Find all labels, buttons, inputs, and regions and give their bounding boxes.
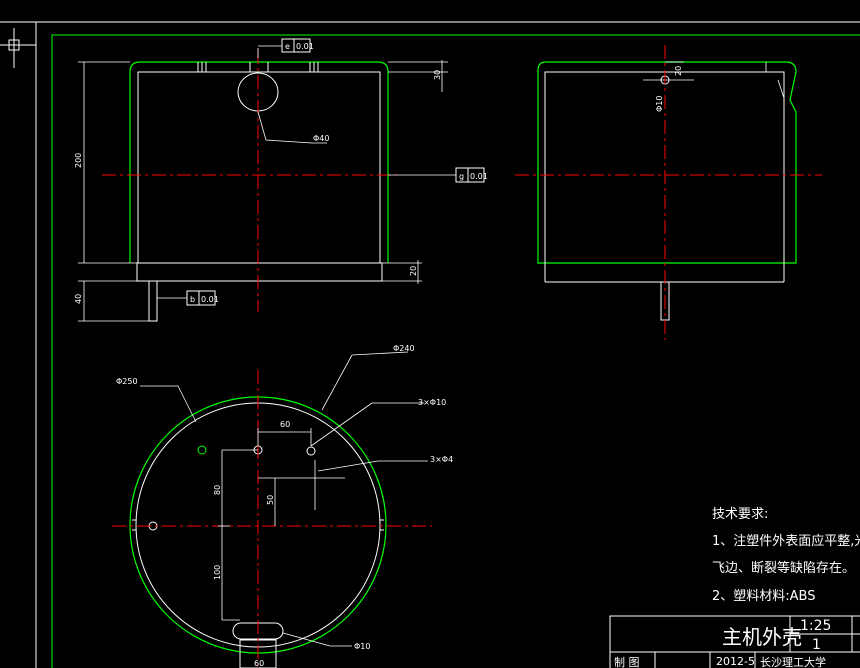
front-height-dim: 200: [74, 153, 83, 168]
front-view-labels: e 0.01 Φ40 200 30 g 0.01 20 40 b 0.01: [74, 42, 488, 304]
front-view-inner-outline: [137, 71, 381, 263]
front-base-thickness-dim: 20: [409, 266, 418, 276]
gtol-bottom-letter: b: [190, 295, 195, 304]
school-name: 长沙理工大学: [760, 655, 826, 668]
front-view-foot: [148, 280, 158, 322]
title-block: [609, 615, 860, 668]
drawn-label: 制 图: [614, 656, 640, 668]
front-view-outer-outline: [129, 61, 389, 263]
hole-spacing-label: 60: [280, 420, 290, 429]
quantity-value: 1: [812, 637, 821, 653]
date-value: 2012-5: [716, 655, 755, 668]
side-view-labels: Φ10 20: [655, 66, 683, 112]
front-foot-length-dim: 40: [74, 294, 83, 304]
dim-vertical-2: 50: [266, 495, 275, 505]
workspace-frame: [0, 21, 860, 668]
inner-diameter-label: Φ240: [393, 344, 415, 353]
side-view: [515, 45, 822, 340]
side-view-outer-outline: [537, 61, 797, 264]
gtol-right-value: 0.01: [470, 172, 488, 181]
front-hole-diameter: Φ40: [313, 134, 329, 143]
gtol-bottom-value: 0.01: [201, 295, 219, 304]
holes-large-label: 3×Φ10: [418, 398, 446, 407]
gtol-right-letter: g: [459, 172, 464, 181]
notes-line-3: 2、塑料材料:ABS: [712, 589, 816, 604]
side-hole-diameter: Φ10: [655, 96, 664, 112]
bottom-dim-label: 60: [254, 659, 264, 668]
front-top-offset-dim: 30: [433, 70, 442, 80]
technical-notes: 技术要求: 1、注塑件外表面应平整,光滑,无 飞边、断裂等缺陷存在。 2、塑料材…: [712, 507, 860, 604]
dim-vertical-3: 100: [213, 565, 222, 580]
dim-vertical-1: 80: [213, 485, 222, 495]
bottom-view: [112, 351, 432, 668]
part-name: 主机外壳: [722, 625, 802, 649]
scale-value: 1:25: [800, 618, 831, 634]
front-view: [78, 38, 485, 322]
gtol-top-letter: e: [285, 42, 290, 51]
side-offset-dim: 20: [674, 66, 683, 76]
notes-title: 技术要求:: [712, 507, 768, 522]
bottom-view-labels: Φ250 Φ240 60 3×Φ10 3×Φ4 80 50 100 Φ10 60: [116, 344, 453, 668]
holes-small-label: 3×Φ4: [430, 455, 453, 464]
title-block-labels: 主机外壳 1:25 1 制 图 2012-5 长沙理工大学: [614, 618, 831, 668]
notes-line-1: 1、注塑件外表面应平整,光滑,无: [712, 533, 860, 549]
cursor-crosshair-icon: [0, 28, 36, 68]
front-view-base: [136, 262, 383, 282]
outer-diameter-label: Φ250: [116, 377, 138, 386]
gtol-top-value: 0.01: [296, 42, 314, 51]
notes-line-2: 飞边、断裂等缺陷存在。: [712, 560, 855, 576]
slot-dim-label: Φ10: [354, 642, 370, 651]
